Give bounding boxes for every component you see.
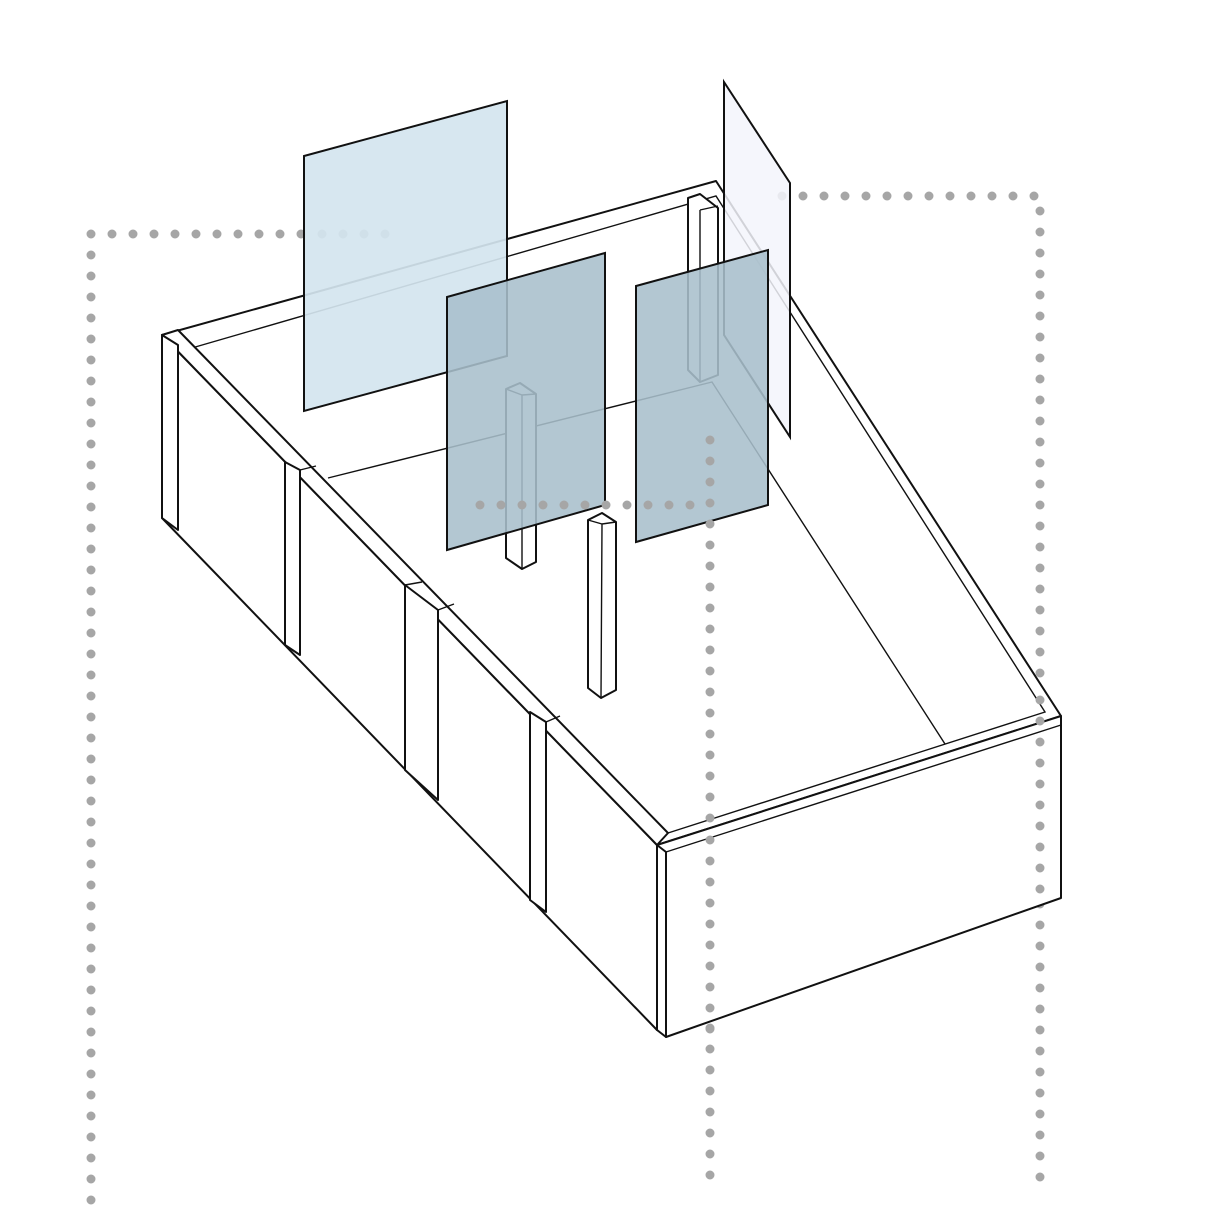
left-wall bbox=[161, 329, 669, 1031]
pilaster-4 bbox=[529, 711, 547, 913]
left-wall-top bbox=[161, 329, 669, 846]
front-wall-edge bbox=[656, 844, 667, 1038]
pilaster-3 bbox=[404, 584, 439, 801]
center-guide bbox=[475, 435, 715, 1200]
center-panels bbox=[446, 248, 769, 552]
center-right-panel bbox=[635, 248, 769, 544]
front-wall bbox=[656, 715, 1062, 1038]
pilaster-1 bbox=[161, 334, 179, 531]
left-guide bbox=[86, 229, 405, 1205]
dotted-guides bbox=[86, 191, 1045, 1205]
interior-column-front bbox=[587, 512, 617, 699]
pilaster-2 bbox=[284, 461, 301, 656]
right-guide bbox=[777, 191, 1045, 1191]
